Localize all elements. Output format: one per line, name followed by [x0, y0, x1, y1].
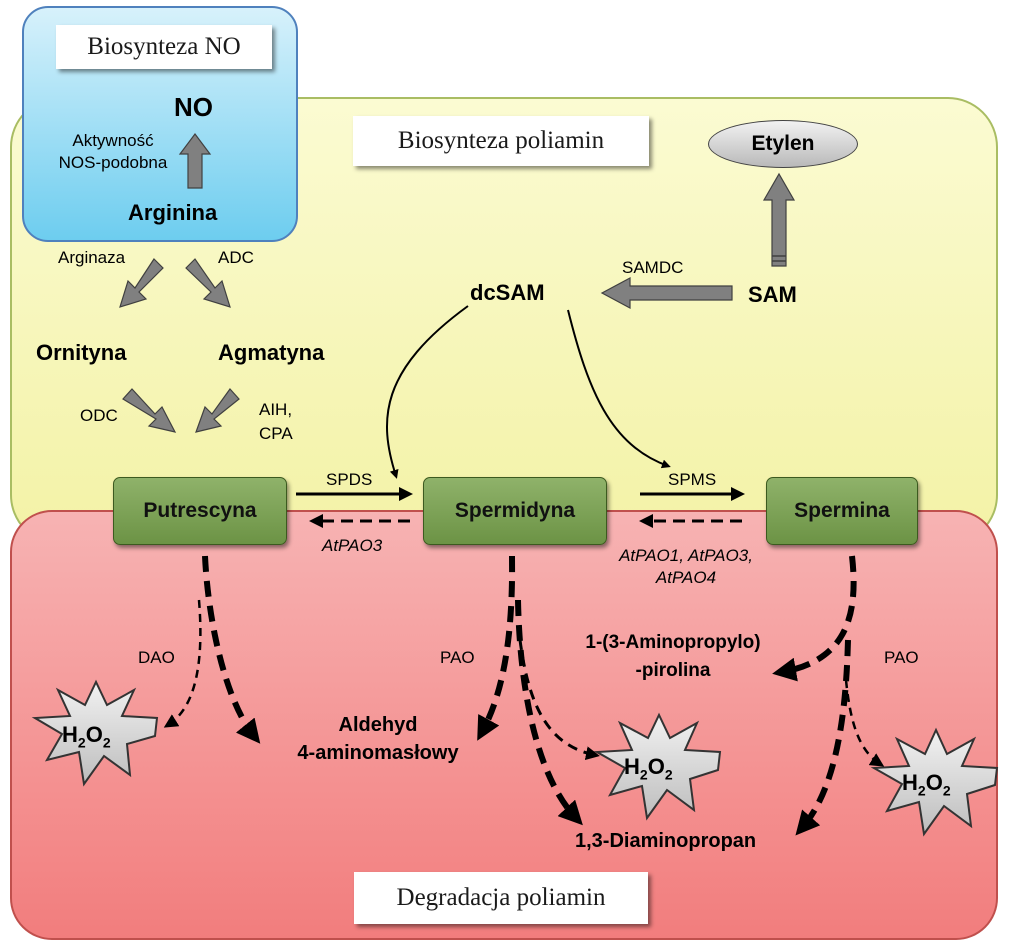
atpao3-label: AtPAO3	[322, 536, 383, 555]
arrow-putrescine-to-h2o2	[163, 599, 202, 728]
atpao-multi-line2: AtPAO4	[655, 568, 717, 587]
spermine-node: Spermina	[766, 477, 918, 545]
arrow-sam-to-ethylene	[762, 172, 796, 267]
arrow-ornithine-to-putrescine	[122, 388, 177, 433]
no-label: NO	[174, 92, 213, 122]
polyamine-biosynthesis-title: Biosynteza poliamin	[353, 116, 649, 166]
h2o2-label-right: H2O2	[902, 770, 951, 799]
aminobutyraldehyde-line1: Aldehyd	[338, 714, 418, 736]
adc-label: ADC	[218, 248, 254, 267]
arginine-label: Arginina	[128, 200, 218, 225]
h2o2-star-left	[31, 679, 159, 787]
h2o2-star-right	[870, 727, 999, 837]
dao-label: DAO	[138, 648, 175, 667]
arrow-spermidine-to-diaminopropane	[515, 599, 583, 826]
aminopropylpyrroline-line2: -pirolina	[635, 660, 711, 681]
aih-label-line1: AIH,	[259, 400, 293, 419]
arrow-spermine-to-diaminopropane	[795, 639, 851, 836]
curve-dcsam-to-spds	[386, 305, 469, 479]
pao-label-right: PAO	[884, 648, 919, 667]
odc-label: ODC	[80, 406, 118, 425]
arrow-sam-to-dcsam	[600, 276, 733, 310]
pao-label-left: PAO	[440, 648, 475, 667]
putrescine-node: Putrescyna	[113, 477, 287, 545]
polyamine-degradation-title: Degradacja poliamin	[354, 872, 648, 924]
arrow-arginine-to-agmatine	[185, 258, 231, 308]
arrow-spermidine-to-aldehyde	[477, 555, 516, 741]
nos-activity-line2: NOS-podobna	[58, 153, 168, 172]
spms-label: SPMS	[668, 470, 717, 489]
arrow-spermine-to-h2o2	[844, 679, 885, 767]
nos-activity-line1: Aktywność	[72, 131, 154, 150]
h2o2-star-middle	[593, 712, 722, 821]
no-biosynthesis-title: Biosynteza NO	[56, 25, 272, 69]
samdc-label: SAMDC	[622, 258, 684, 277]
atpao-multi-line1: AtPAO1, AtPAO3,	[619, 546, 753, 565]
sam-label: SAM	[748, 282, 797, 307]
arrow-putrescine-to-aldehyde	[202, 555, 261, 744]
h2o2-label-middle: H2O2	[624, 754, 673, 783]
aih-label-line2: CPA	[259, 424, 293, 443]
arrow-arginine-to-no	[178, 133, 212, 189]
arginase-label: Arginaza	[58, 248, 126, 267]
agmatine-label: Agmatyna	[218, 340, 325, 365]
arrow-agmatine-to-putrescine	[195, 388, 240, 433]
diaminopropane-label: 1,3-Diaminopropan	[575, 830, 757, 852]
arrow-arginine-to-ornithine	[119, 258, 164, 308]
ornithine-label: Ornityna	[36, 340, 127, 365]
ethylene-node: Etylen	[708, 120, 858, 168]
h2o2-label-left: H2O2	[62, 722, 111, 751]
curve-dcsam-to-spms	[567, 309, 671, 469]
spds-label: SPDS	[326, 470, 373, 489]
dcsam-label: dcSAM	[470, 280, 545, 305]
arrow-spermidine-to-h2o2	[518, 639, 600, 761]
aminobutyraldehyde-line2: 4-aminomasłowy	[297, 742, 459, 764]
aminopropylpyrroline-line1: 1-(3-Aminopropylo)	[585, 632, 761, 653]
spermidine-node: Spermidyna	[423, 477, 607, 545]
arrow-spermine-to-aminopropylpyrroline	[772, 555, 857, 682]
